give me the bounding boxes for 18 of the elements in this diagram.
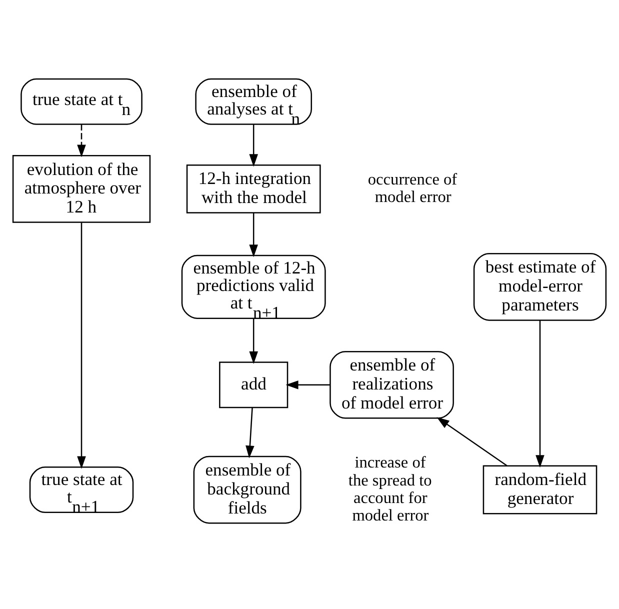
label: increase of the spread to account for model error [348,452,432,524]
arrow [77,124,86,158]
arrow [536,320,544,468]
arrow [286,380,330,390]
node-box: add [219,362,288,408]
arrow [77,222,86,469]
arrow [249,318,258,364]
node-box: random-field generator [482,465,598,514]
arrow [249,124,258,167]
node-box: ensemble of background fields [193,456,302,524]
node-box: 12-h integration with the model [186,164,321,214]
label: occurrence of model error [368,169,458,206]
arrow [249,212,258,258]
arrow [436,417,508,466]
node-box: evolution of the atmosphere over 12 h [12,155,151,223]
arrow [246,408,254,458]
node-box: ensemble of realizations of model error [330,350,454,419]
node-box: best estimate of model-error parameters [473,253,607,321]
